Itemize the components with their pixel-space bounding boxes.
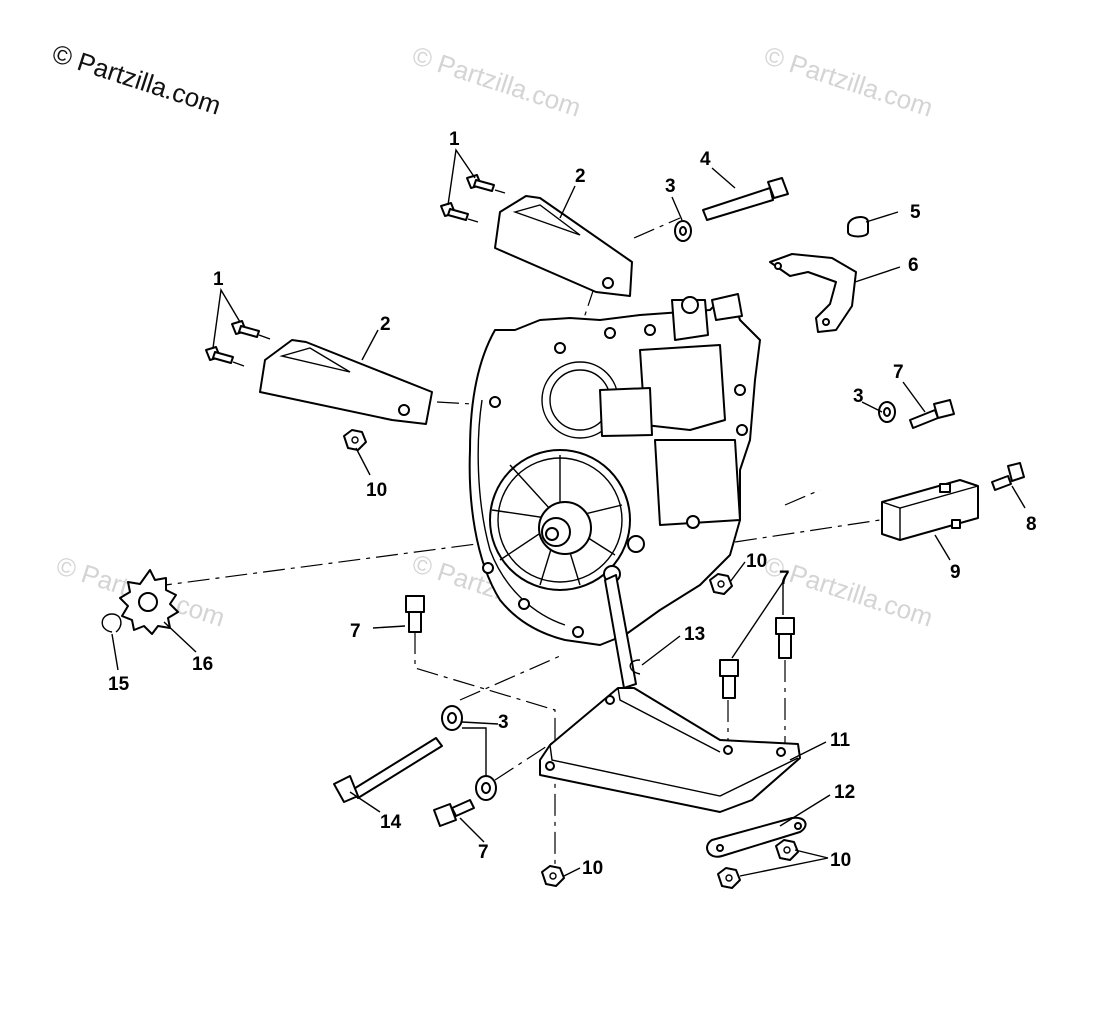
sprocket-part-16 [119,569,179,635]
nut-part-10-mid [709,573,733,595]
bracket-part-11 [539,687,801,813]
bolt-part-7-left [405,595,425,633]
callout-3: 3 [665,176,676,197]
callout-labels: 1 2 3 4 5 6 1 2 10 7 3 8 9 10 7 7 13 3 1… [108,129,1037,879]
bolt-part-8 [991,462,1025,491]
bolt-part-1-lower [205,320,271,367]
bracket-part-2-lower [259,339,433,425]
callout-15: 15 [108,674,130,695]
callout-8: 8 [1026,514,1037,535]
nut-part-10-left [343,429,367,451]
callout-2: 2 [380,314,391,335]
callout-9: 9 [950,562,961,583]
callout-10: 10 [366,480,387,501]
leader-lines [111,148,1026,877]
callout-1: 1 [449,129,460,150]
callout-3: 3 [498,712,509,733]
callout-10: 10 [746,551,767,572]
bolt-part-7-pair [719,617,795,699]
callout-7: 7 [779,568,790,589]
nut-part-10-bottom [541,839,799,889]
gearcase-assembly [468,293,761,646]
washer-part-3-top [674,220,692,242]
bracket-part-2-upper [494,195,633,297]
callout-7: 7 [478,842,489,863]
callout-3: 3 [853,386,864,407]
washer-part-3-right [878,401,896,423]
callout-10: 10 [582,858,603,879]
callout-14: 14 [380,812,402,833]
bolt-part-7-bottom [433,799,475,827]
callout-6: 6 [908,255,919,276]
bracket-part-6 [769,253,857,333]
strap-part-12 [706,816,807,858]
callout-12: 12 [834,782,855,803]
bolt-part-14 [333,737,443,803]
cap-part-5 [847,216,869,238]
callout-16: 16 [192,654,213,675]
pin-part-4 [702,177,789,221]
callout-1: 1 [213,269,224,290]
callout-11: 11 [830,730,851,751]
callout-4: 4 [700,149,711,170]
circlip-part-15 [101,613,122,633]
callout-7: 7 [893,362,904,383]
link-part-13 [604,574,641,689]
callout-2: 2 [575,166,586,187]
callout-13: 13 [684,624,705,645]
callout-7: 7 [350,621,361,642]
block-part-9 [881,479,979,541]
callout-10: 10 [830,850,851,871]
callout-5: 5 [910,202,921,223]
washer-part-3-lower [441,705,497,801]
bolt-part-7-right [909,399,955,429]
bolt-part-1-upper [440,174,506,223]
